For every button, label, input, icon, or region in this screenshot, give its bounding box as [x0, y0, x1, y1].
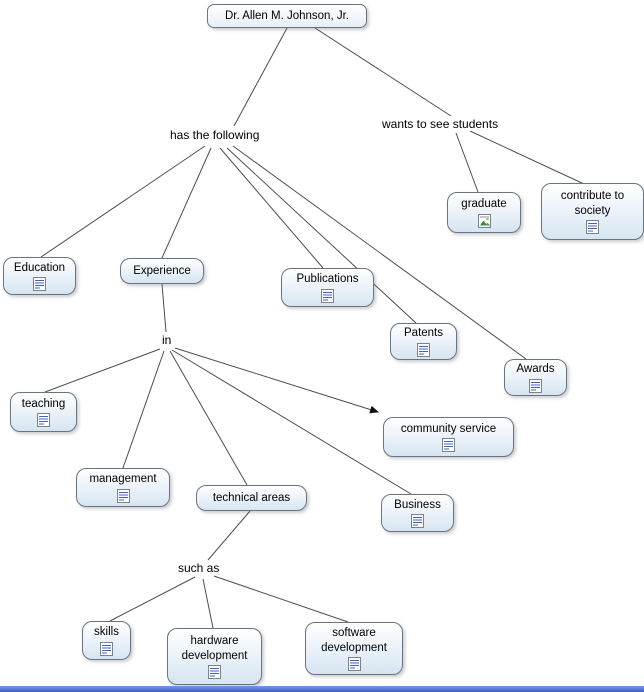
concept-root-person[interactable]: Dr. Allen M. Johnson, Jr. [207, 4, 367, 28]
connection-line-arrow[interactable] [174, 347, 379, 414]
concept-label: teaching [21, 397, 66, 410]
connection-line[interactable] [213, 575, 349, 623]
concept-technical-areas[interactable]: technical areas [196, 485, 307, 511]
concept-publications[interactable]: Publications [281, 268, 374, 307]
connection-line[interactable] [44, 348, 161, 393]
connection-line[interactable] [207, 510, 251, 561]
concept-education[interactable]: Education [3, 257, 76, 295]
concept-contribute-to-society[interactable]: contribute to society [541, 183, 644, 240]
document-lines-icon[interactable] [33, 277, 46, 292]
concept-patents[interactable]: Patents [390, 323, 457, 360]
document-lines-icon[interactable] [529, 378, 542, 393]
concept-teaching[interactable]: teaching [10, 392, 77, 432]
document-lines-icon[interactable] [321, 288, 334, 303]
connection-line[interactable] [232, 145, 527, 360]
concept-label: contribute to society [560, 190, 625, 217]
concept-label: technical areas [212, 491, 291, 504]
document-lines-icon[interactable] [347, 656, 361, 671]
connection-line[interactable] [314, 27, 452, 117]
concept-label: Education [13, 261, 66, 274]
document-lines-icon[interactable] [208, 664, 221, 679]
concept-label: Patents [404, 327, 443, 340]
connection-line[interactable] [40, 145, 206, 258]
concept-label: management [89, 473, 157, 486]
document-lines-icon[interactable] [411, 514, 424, 529]
concept-graduate[interactable]: graduate [447, 192, 521, 233]
connection-line[interactable] [122, 350, 165, 469]
concept-label: graduate [461, 198, 507, 211]
concept-label: software development [321, 627, 387, 654]
concept-software-development[interactable]: software development [305, 622, 403, 675]
connection-line[interactable] [226, 147, 417, 324]
concept-label: Experience [133, 264, 191, 277]
connection-line[interactable] [202, 578, 214, 629]
concept-label: Awards [516, 363, 555, 376]
concept-awards[interactable]: Awards [504, 359, 567, 396]
picture-image-icon[interactable] [477, 213, 491, 228]
document-lines-icon[interactable] [417, 342, 430, 357]
connection-line[interactable] [469, 130, 585, 185]
concept-label: Dr. Allen M. Johnson, Jr. [224, 9, 349, 22]
concept-community-service[interactable]: community service [383, 417, 514, 457]
concept-business[interactable]: Business [381, 494, 454, 532]
connection-line[interactable] [455, 132, 479, 193]
document-lines-icon[interactable] [37, 413, 50, 428]
concept-management[interactable]: management [76, 468, 170, 507]
concept-skills[interactable]: skills [82, 621, 131, 660]
document-lines-icon[interactable] [442, 438, 455, 453]
document-lines-icon[interactable] [586, 219, 599, 234]
linking-phrase-wants-to-see-students[interactable]: wants to see students [380, 117, 501, 131]
document-lines-icon[interactable] [116, 488, 130, 503]
document-lines-icon[interactable] [100, 641, 113, 656]
connection-line[interactable] [109, 576, 196, 622]
concept-experience[interactable]: Experience [120, 258, 204, 284]
concept-label: community service [400, 422, 497, 435]
concept-label: skills [94, 626, 119, 639]
concept-label: hardware development [181, 635, 248, 662]
connection-line[interactable] [171, 349, 412, 495]
concept-label: Business [394, 498, 441, 511]
connection-line[interactable] [169, 350, 248, 486]
connection-line[interactable] [161, 147, 212, 259]
connection-line[interactable] [233, 27, 288, 127]
linking-phrase-has-the-following[interactable]: has the following [168, 128, 262, 142]
connection-line[interactable] [219, 147, 324, 269]
linking-phrase-such-as[interactable]: such as [176, 561, 222, 575]
linking-phrase-in[interactable]: in [160, 333, 174, 347]
window-edge-bar [0, 686, 644, 692]
concept-hardware-development[interactable]: hardware development [167, 628, 262, 685]
connection-line[interactable] [161, 283, 167, 333]
concept-label: Publications [296, 273, 359, 286]
